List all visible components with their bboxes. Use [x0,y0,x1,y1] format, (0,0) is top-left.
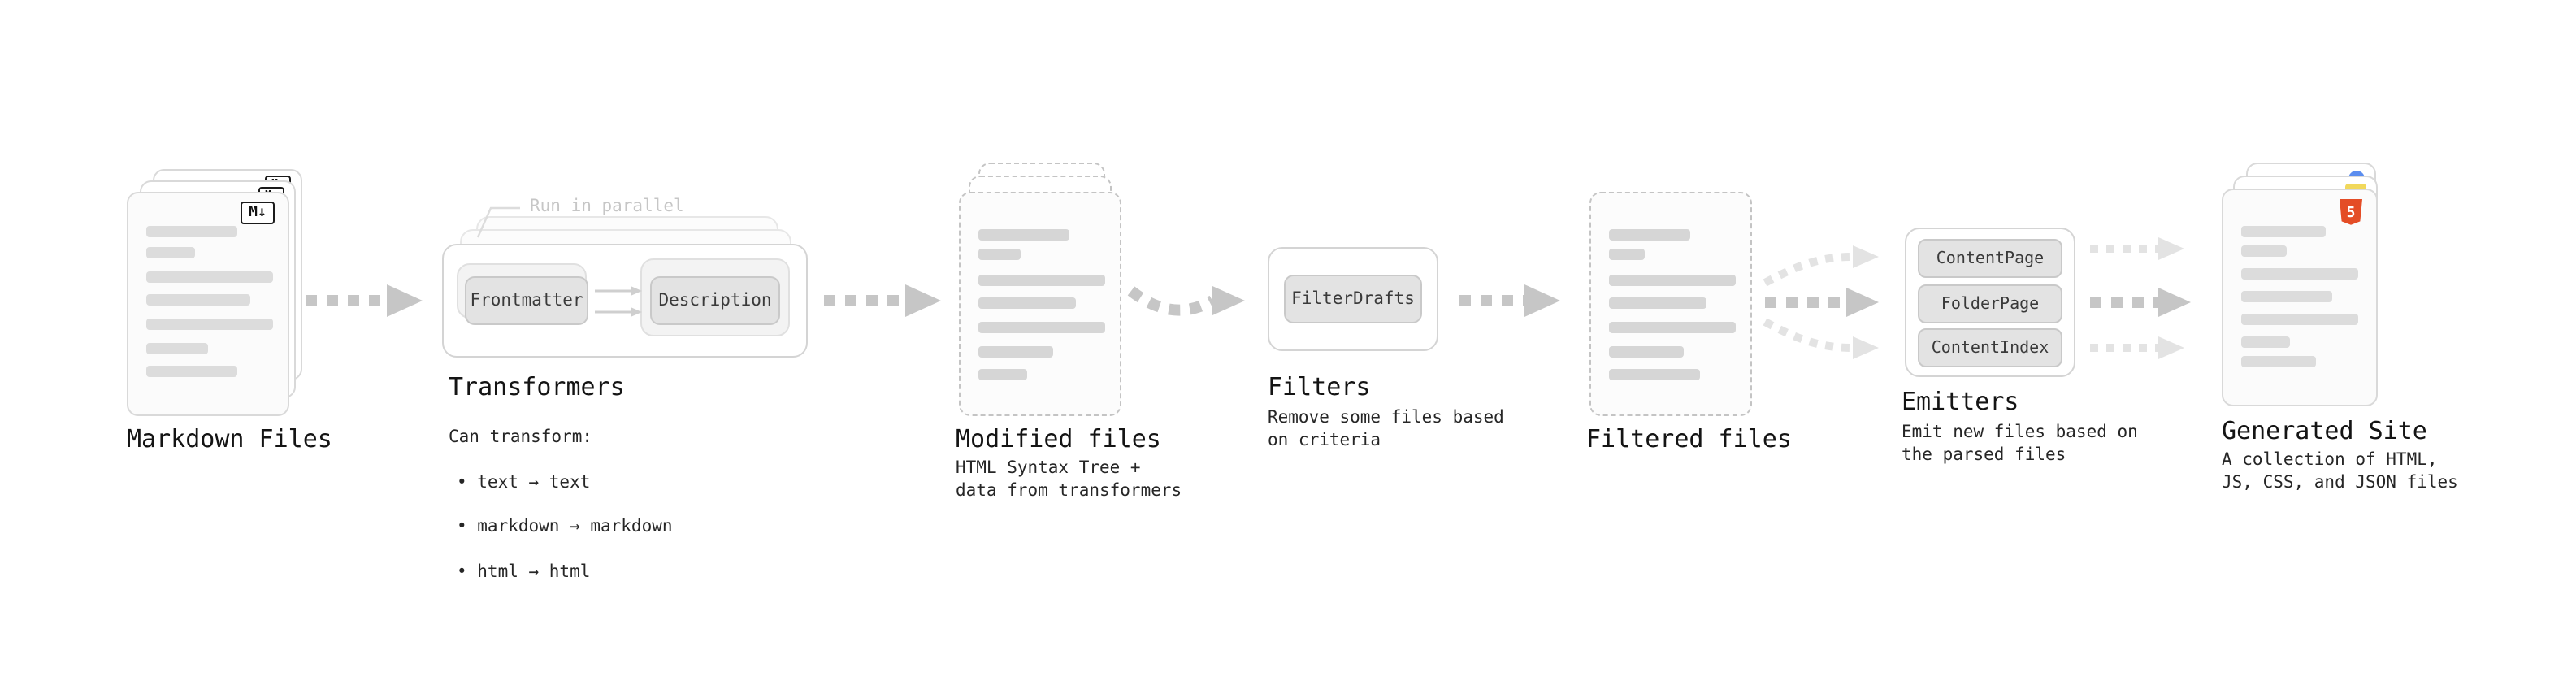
text-line-bar [1609,322,1736,333]
filtered-file-card [1589,192,1752,416]
filters-caption: Remove some files based on criteria [1268,408,1504,450]
site-file-card: 5 [2222,189,2378,406]
arrow-markdown-to-transformers [306,284,423,317]
transformers-title: Transformers [449,372,625,401]
text-line-bar [1609,297,1706,309]
caption-heading: Can transform: [449,427,593,447]
arrow-filters-to-filtered [1459,284,1560,317]
run-in-parallel-annotation: Run in parallel [530,197,684,216]
markdown-files-title: Markdown Files [127,424,332,453]
text-line-bar [978,249,1021,260]
text-line-bar [978,322,1105,333]
text-line-bar [978,297,1076,309]
modified-files-caption: HTML Syntax Tree + data from transformer… [956,458,1182,501]
emitters-caption: Emit new files based on the parsed files [1902,423,2138,465]
transformer-frontmatter-chip: Frontmatter [465,276,588,325]
text-line-bar [1609,229,1690,241]
arrows-filtered-to-emitters [1763,245,1879,359]
text-line-bar [1609,369,1700,380]
text-line-bar [2241,226,2326,237]
text-line-bar [1609,275,1736,286]
text-line-bar [2241,291,2332,302]
modified-file-card [959,192,1121,416]
text-line-bar [1609,346,1684,358]
html5-icon-label: 5 [2347,204,2356,221]
text-line-bar [978,275,1105,286]
caption-bullet: • markdown → markdown [457,517,673,537]
emitters-title: Emitters [1902,387,2019,416]
modified-files-title: Modified files [956,424,1161,453]
text-line-bar [146,226,237,237]
text-line-bar [146,343,208,354]
annotation-connector-line [476,206,520,238]
emitter-content-index-chip: ContentIndex [1918,328,2062,367]
text-line-bar [1609,249,1645,260]
emitter-folder-page-chip: FolderPage [1918,284,2062,323]
text-line-bar [2241,336,2290,348]
text-line-bar [146,319,273,330]
generated-site-caption: A collection of HTML, JS, CSS, and JSON … [2222,450,2458,492]
text-line-bar [146,294,250,306]
chip-flow-arrows [595,286,642,317]
text-line-bar [978,346,1053,358]
text-line-bar [2241,268,2358,280]
html5-icon: 5 [2340,199,2362,225]
markdown-icon: M↓ [241,202,275,224]
text-line-bar [978,229,1069,241]
arrow-modified-to-filters [1127,286,1245,316]
filters-title: Filters [1268,372,1371,401]
caption-bullet: • html → html [457,562,591,583]
text-line-bar [146,247,195,258]
filter-drafts-chip: FilterDrafts [1284,275,1422,323]
text-line-bar [2241,356,2316,367]
filtered-files-title: Filtered files [1586,424,1792,453]
emitter-content-page-chip: ContentPage [1918,239,2062,278]
text-line-bar [2241,314,2358,325]
transformer-description-chip: Description [650,276,780,325]
text-line-bar [978,369,1027,380]
caption-bullet: • text → text [457,472,591,492]
arrow-transformers-to-modified [824,284,941,317]
markdown-file-card: M↓ [127,192,289,416]
generated-site-title: Generated Site [2222,416,2427,445]
text-line-bar [146,366,237,377]
text-line-bar [2241,245,2287,257]
transformers-caption: Can transform: • text → text • markdown … [449,405,673,607]
text-line-bar [146,271,273,283]
arrows-emitters-to-site [2090,237,2191,359]
